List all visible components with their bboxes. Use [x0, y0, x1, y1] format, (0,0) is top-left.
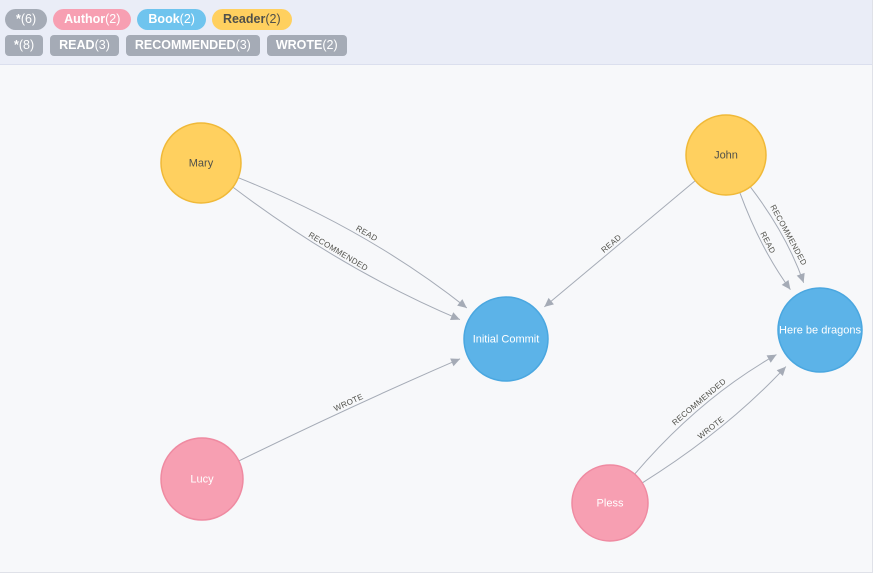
- chip-name: WROTE: [275, 37, 323, 52]
- chip-name: RECOMMENDED: [134, 37, 236, 52]
- relationship-arrow-icon: [457, 299, 467, 308]
- relationship-type-label: RECOMMENDED: [307, 230, 370, 272]
- relationship-arrow-icon: [766, 354, 777, 363]
- relationship-read[interactable]: READ: [544, 180, 696, 308]
- relationship-wrote[interactable]: WROTE: [641, 366, 787, 484]
- graph-node-dragons[interactable]: Here be dragons: [777, 287, 863, 373]
- relationship-line[interactable]: [641, 366, 787, 484]
- node-circle[interactable]: [160, 437, 244, 521]
- legend-chip-rel-recommended[interactable]: RECOMMENDED(3): [125, 34, 260, 56]
- relationship-recommended[interactable]: RECOMMENDED: [232, 186, 461, 321]
- legend-chip-label-book[interactable]: Book(2): [137, 8, 206, 30]
- graph-node-commit[interactable]: Initial Commit: [463, 296, 549, 382]
- relationship-type-legend-row: *(8)READ(3)RECOMMENDED(3)WROTE(2): [0, 32, 872, 58]
- chip-count: (2): [179, 11, 195, 26]
- legend-chip-rel-read[interactable]: READ(3): [50, 34, 119, 56]
- graph-node-mary[interactable]: Mary: [160, 122, 242, 204]
- relationship-type-label: WROTE: [333, 392, 365, 413]
- chip-count: (2): [322, 37, 338, 52]
- relationship-type-label: WROTE: [696, 415, 726, 441]
- chip-count: (2): [265, 11, 281, 26]
- relationship-line[interactable]: [544, 180, 696, 308]
- relationship-line[interactable]: [238, 358, 461, 462]
- node-circle[interactable]: [685, 114, 767, 196]
- chip-name: READ: [59, 37, 95, 52]
- chip-count: (8): [18, 37, 35, 52]
- chip-name: *: [14, 37, 19, 52]
- chip-count: (6): [20, 11, 37, 26]
- legend-chip-rel-[interactable]: *(8): [5, 34, 44, 56]
- chip-count: (3): [94, 37, 110, 52]
- legend-chip-label-author[interactable]: Author(2): [53, 8, 132, 30]
- legend-panel: *(6)Author(2)Book(2)Reader(2) *(8)READ(3…: [0, 0, 872, 65]
- node-circle[interactable]: [777, 287, 863, 373]
- legend-chip-rel-wrote[interactable]: WROTE(2): [266, 34, 347, 56]
- node-circle[interactable]: [463, 296, 549, 382]
- relationship-recommended[interactable]: RECOMMENDED: [634, 354, 777, 475]
- legend-chip-label-reader[interactable]: Reader(2): [211, 8, 292, 30]
- relationship-arrow-icon: [544, 297, 554, 307]
- relationship-arrow-icon: [450, 312, 460, 320]
- relationship-recommended[interactable]: RECOMMENDED: [749, 186, 809, 283]
- relationship-wrote[interactable]: WROTE: [238, 358, 461, 462]
- graph-node-pless[interactable]: Pless: [571, 464, 649, 542]
- chip-name: *: [16, 11, 21, 26]
- relationship-line[interactable]: [739, 192, 791, 290]
- relationship-arrow-icon: [796, 272, 805, 283]
- relationship-arrow-icon: [450, 358, 461, 367]
- graph-node-lucy[interactable]: Lucy: [160, 437, 244, 521]
- chip-count: (3): [235, 37, 251, 52]
- chip-name: Author: [64, 11, 106, 26]
- node-label-legend-row: *(6)Author(2)Book(2)Reader(2): [0, 6, 872, 32]
- relationship-line[interactable]: [749, 186, 805, 283]
- node-circle[interactable]: [160, 122, 242, 204]
- graph-node-john[interactable]: John: [685, 114, 767, 196]
- node-circle[interactable]: [571, 464, 649, 542]
- relationship-line[interactable]: [634, 354, 777, 475]
- chip-count: (2): [105, 11, 121, 26]
- chip-name: Reader: [222, 11, 266, 26]
- relationship-arrow-icon: [781, 279, 791, 290]
- relationship-read[interactable]: READ: [238, 177, 468, 309]
- relationship-arrow-icon: [776, 366, 786, 377]
- legend-chip-label-[interactable]: *(6): [5, 8, 48, 30]
- chip-name: Book: [148, 11, 180, 26]
- relationship-type-label: RECOMMENDED: [670, 377, 728, 428]
- relationship-line[interactable]: [238, 177, 468, 309]
- relationship-line[interactable]: [232, 186, 461, 321]
- relationship-type-label: RECOMMENDED: [768, 203, 808, 267]
